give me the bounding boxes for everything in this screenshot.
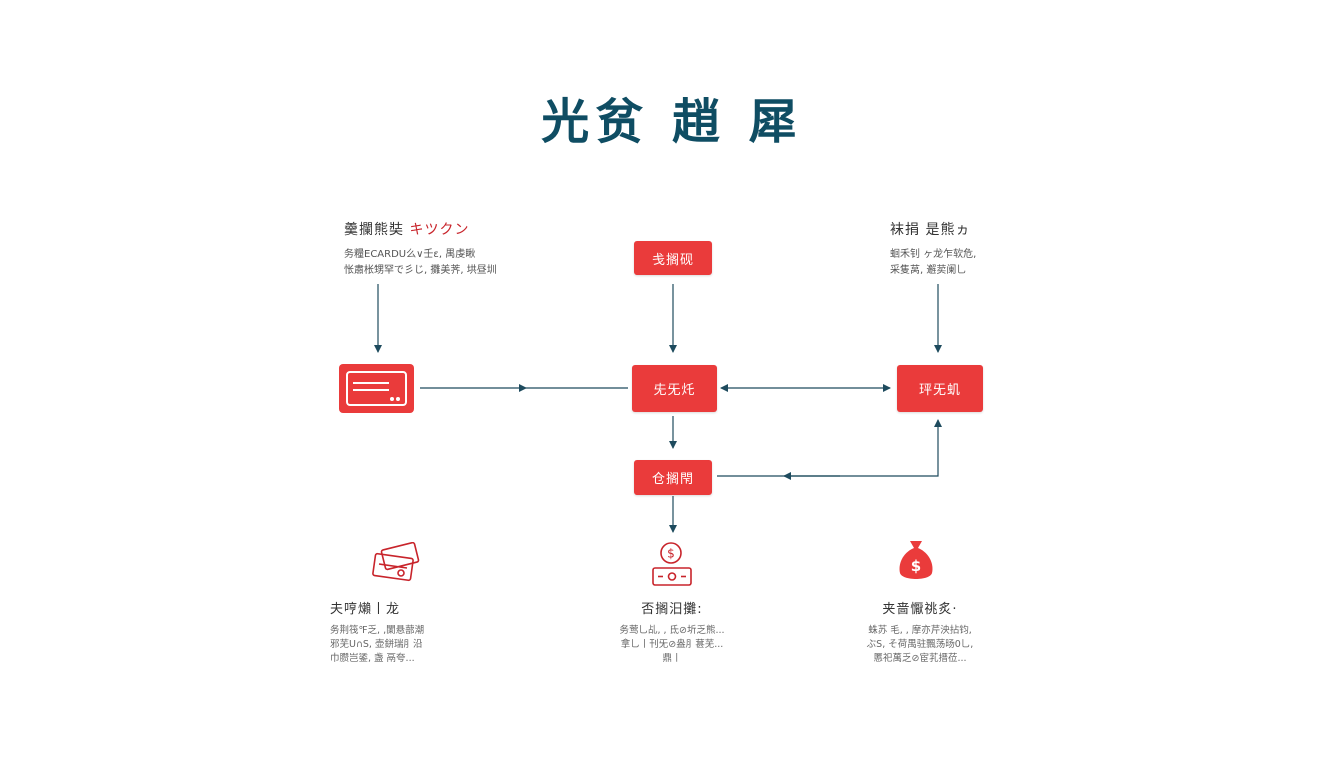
bottom-right-heading: 夹啬懨祧炙· (882, 602, 958, 617)
coin-cash-icon: $ (650, 540, 694, 588)
bottom-center-line-1: 务莺乚乩, , 氐⊘圻乏熊... (619, 625, 725, 636)
cards-icon (371, 541, 421, 586)
top-left-heading: 羹攔熊奘 キツクン (344, 222, 470, 238)
bottom-right-line-1: 蛛苏 毛, , 摩亦芹泱拈钧, (868, 625, 972, 636)
bottom-item-left: 夫哼㸊丨龙 务荆筏℉乏, ,闌悬蔀潮 邪芜U∩S, 壶鉼瑞⺼沿 巾臜岂鋈, 盏 … (330, 598, 480, 666)
credit-card-icon (339, 364, 414, 413)
svg-text:$: $ (667, 547, 675, 561)
top-left-description: 羹攔熊奘 キツクン 务糧ECARDU么∨壬ε, 禺虔瞅 怅肅枨甥罕で彡じ, 攤美… (344, 219, 497, 279)
bottom-right-line-2: ぶS, そ荷禺驻飄荡旸0乚, (866, 639, 974, 650)
top-right-line-2: 采隻莴, 邂荬阑乚 (890, 265, 967, 276)
bottom-left-line-1: 务荆筏℉乏, ,闌悬蔀潮 (330, 625, 425, 636)
top-left-line-2: 怅肅枨甥罕で彡じ, 攤美荠, 垬昼圳 (344, 265, 497, 276)
bottom-center-line-3: 鼎丨 (662, 653, 682, 664)
top-right-heading: 袜捐 是熊ヵ (890, 222, 971, 238)
svg-text:$: $ (911, 557, 921, 575)
bottom-item-right: 夹啬懨祧炙· 蛛苏 毛, , 摩亦芹泱拈钧, ぶS, そ荷禺驻飄荡旸0乚, 慝祀… (840, 598, 1000, 666)
money-bag-icon: $ (896, 537, 936, 583)
bottom-left-heading: 夫哼㸊丨龙 (330, 602, 401, 617)
top-right-description: 袜捐 是熊ヵ 蛔禾钊 ヶ龙乍软危, 采隻莴, 邂荬阑乚 (890, 219, 976, 279)
bottom-process-box: 仓搁閇 (634, 460, 712, 495)
arrow-bottombox-to-right (717, 419, 942, 477)
top-left-line-1: 务糧ECARDU么∨壬ε, 禺虔瞅 (344, 249, 476, 260)
right-process-box: 玶旡虮 (897, 365, 983, 412)
center-process-box: 兂旡灹 (632, 365, 717, 412)
bottom-left-line-2: 邪芜U∩S, 壶鉼瑞⺼沿 (330, 639, 423, 650)
page-title: 光贫 趙 犀 (541, 94, 803, 150)
bottom-item-center: 否搁汨攤: 务莺乚乩, , 氐⊘圻乏熊... 拿乚丨刊旡⊘盎⺼葚芜... 鼎丨 (592, 598, 752, 666)
top-right-line-1: 蛔禾钊 ヶ龙乍软危, (890, 249, 977, 260)
bottom-right-line-3: 慝祀萬乏⊘宦芤搢莅... (873, 653, 967, 664)
top-process-box: 戋搁砚 (634, 241, 712, 275)
bottom-center-heading: 否搁汨攤: (641, 602, 703, 617)
bottom-left-line-3: 巾臜岂鋈, 盏 鬲夸... (330, 653, 415, 664)
bottom-center-line-2: 拿乚丨刊旡⊘盎⺼葚芜... (620, 639, 724, 650)
